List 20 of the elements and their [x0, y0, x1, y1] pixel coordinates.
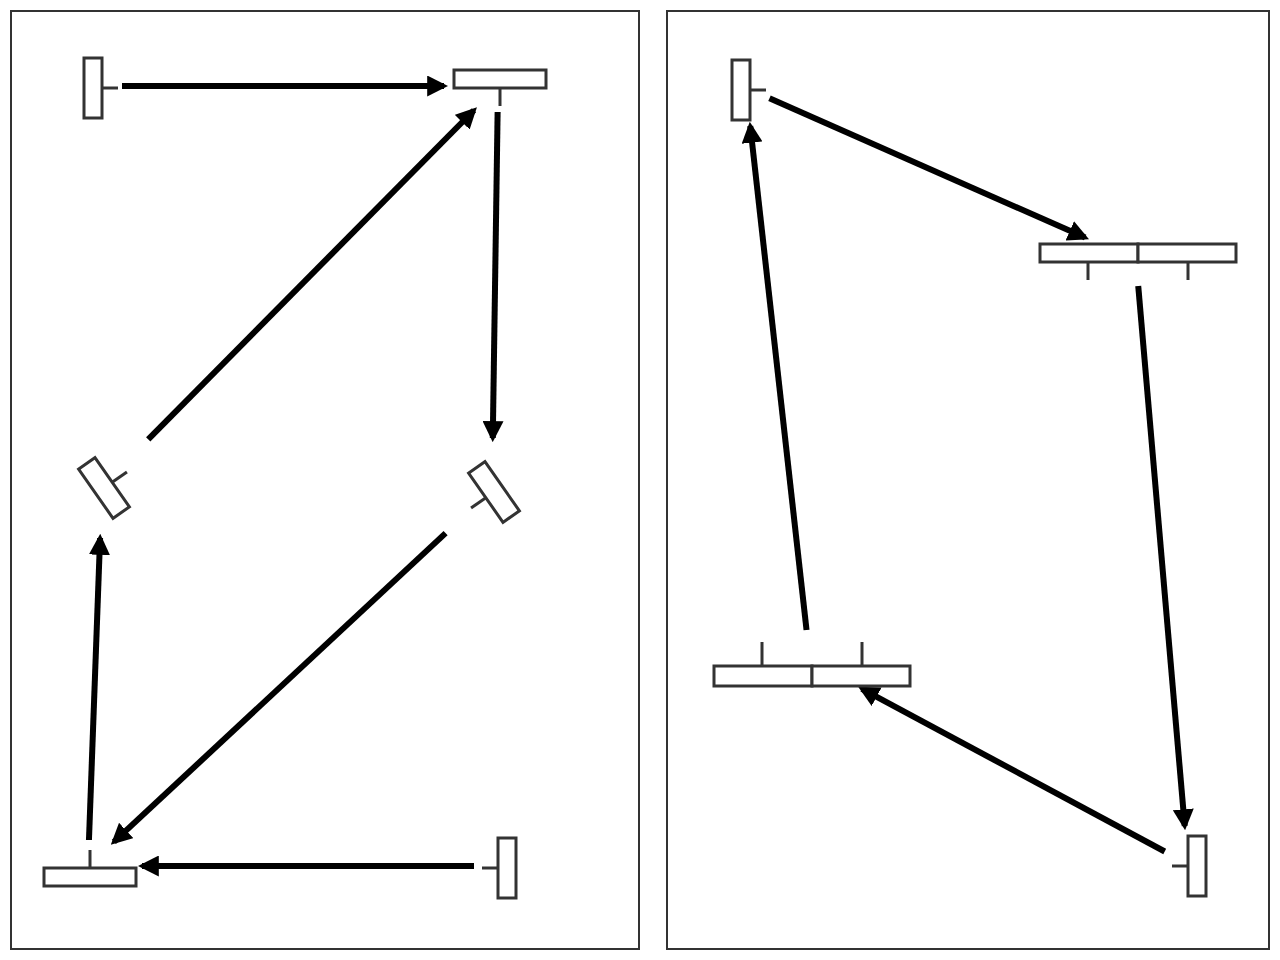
cell-symbol — [482, 836, 518, 900]
arrow — [482, 111, 504, 443]
arrow — [1135, 285, 1194, 831]
cell-symbol — [1172, 834, 1208, 898]
arrow — [768, 95, 1089, 241]
arrow — [110, 531, 448, 845]
cell-symbol — [42, 848, 138, 888]
cell-symbol — [82, 56, 118, 120]
cell-symbol — [712, 638, 912, 688]
arrow — [122, 75, 449, 97]
cell-symbol — [1038, 242, 1238, 282]
cell-symbol — [730, 58, 766, 122]
arrow — [137, 855, 474, 877]
panel-frame — [666, 10, 1270, 950]
arrow — [146, 107, 477, 442]
arrow — [85, 533, 110, 841]
panel-frame — [10, 10, 640, 950]
arrow — [858, 686, 1167, 855]
cell-symbol — [452, 68, 548, 108]
arrow — [741, 121, 810, 631]
